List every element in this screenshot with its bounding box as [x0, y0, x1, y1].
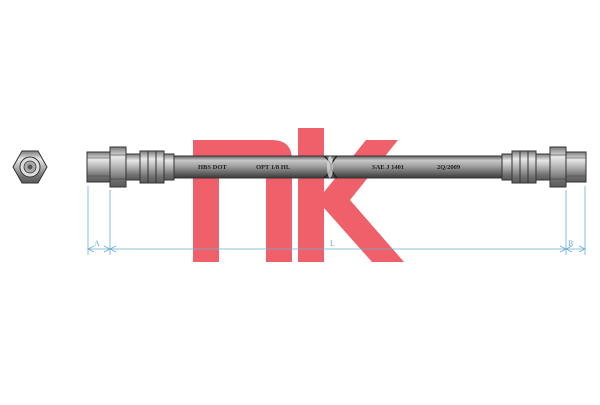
dimension-label-a: A	[94, 239, 100, 248]
nk-logo	[193, 128, 404, 262]
hose-markings: HBS DOT OPT 1/8 HL SAE J 1401 2Q/2009	[198, 164, 461, 171]
dimension-labels: A L B	[94, 239, 573, 248]
dimension-label-b: B	[568, 239, 573, 248]
marking-date: 2Q/2009	[437, 164, 461, 171]
logo-letter-k	[298, 128, 404, 262]
dimension-lines	[87, 186, 586, 255]
right-fitting	[501, 146, 587, 188]
marking-hbs-dot: HBS DOT	[198, 164, 227, 171]
end-view-fitting	[12, 150, 48, 184]
marking-opt: OPT 1/8 HL	[256, 164, 291, 171]
marking-sae: SAE J 1401	[372, 164, 404, 171]
left-fitting	[86, 146, 175, 188]
dimension-label-l: L	[330, 239, 335, 248]
